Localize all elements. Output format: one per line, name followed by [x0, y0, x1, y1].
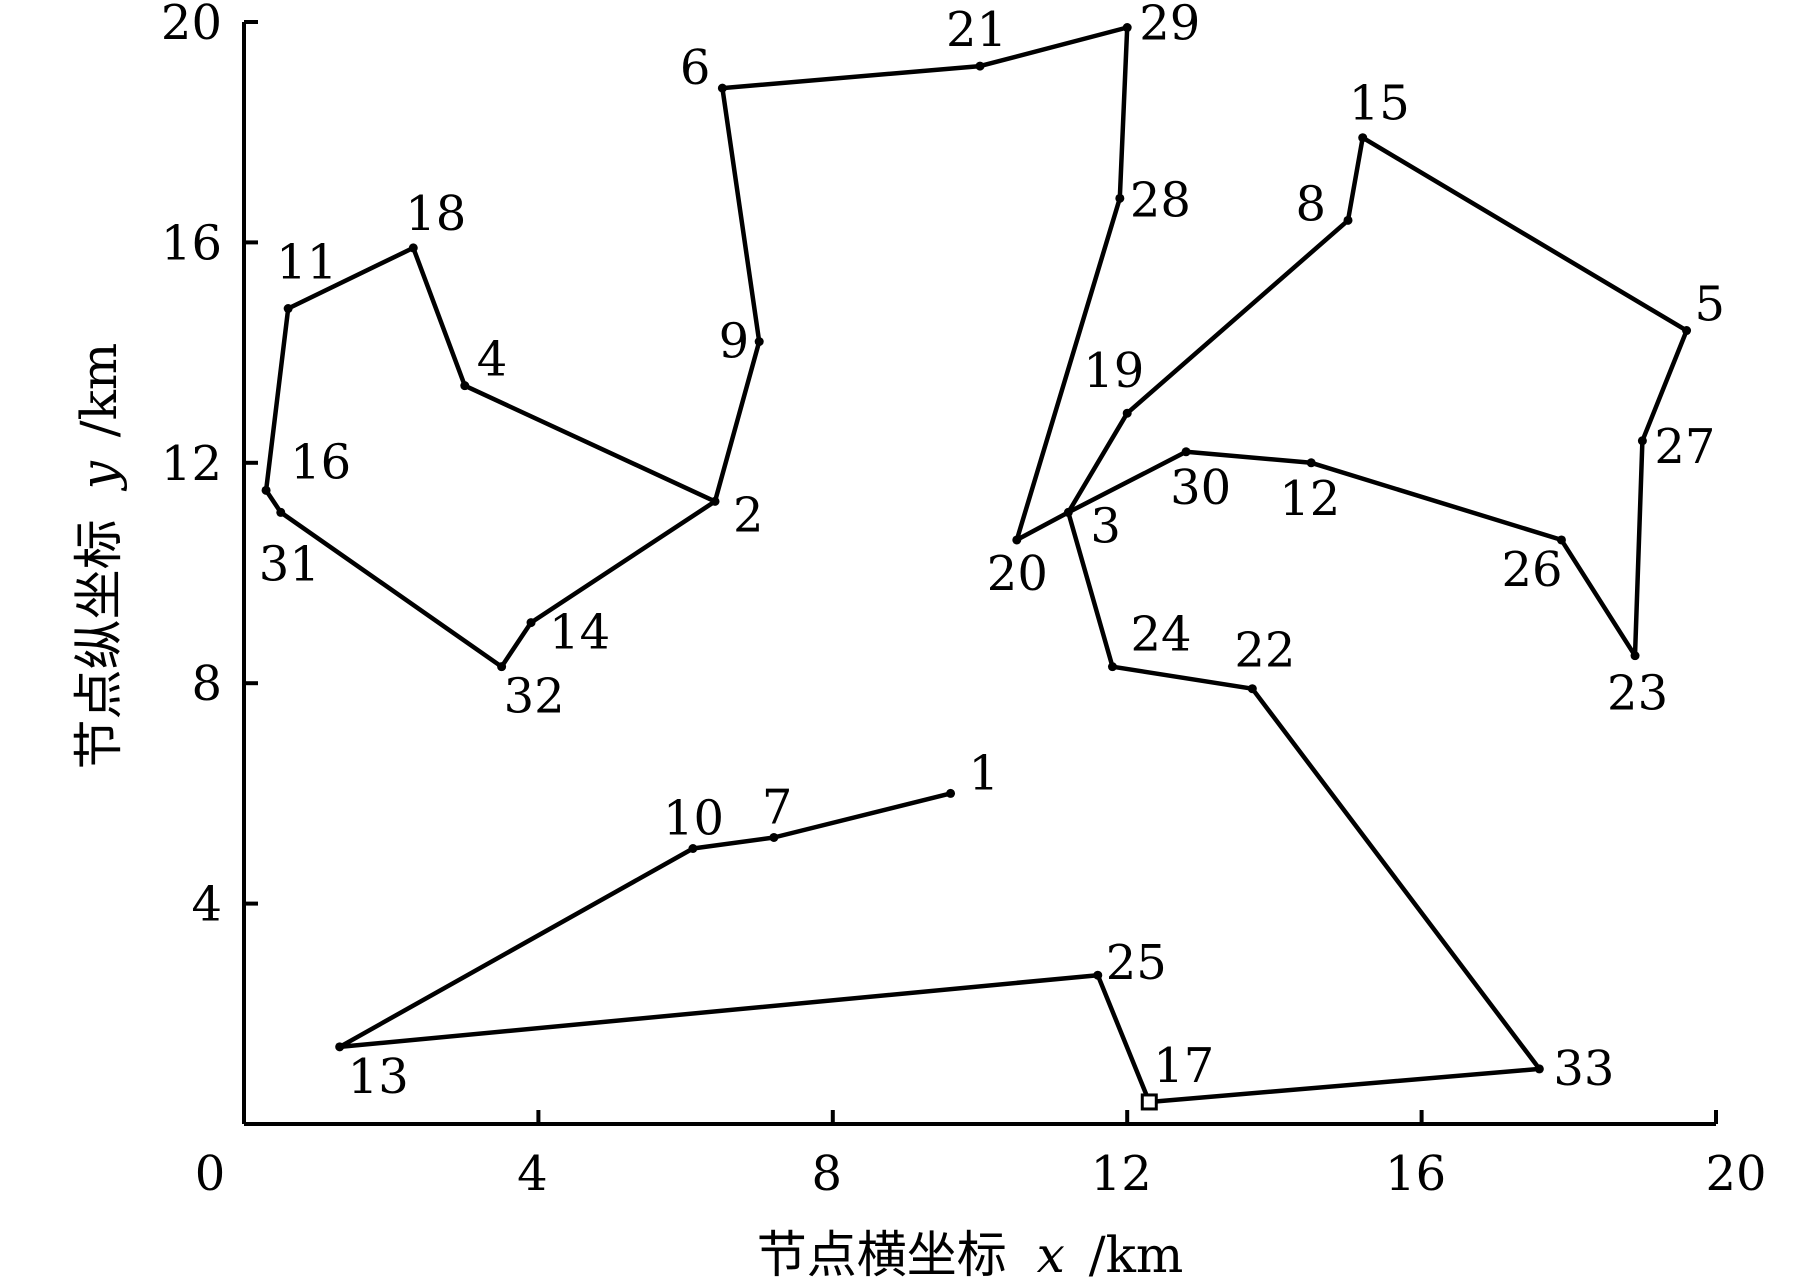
node-label: 12 — [1279, 471, 1340, 527]
y-axis-label: 节点纵坐标 y /km — [70, 343, 128, 770]
x-axis-label-unit: /km — [1089, 1226, 1184, 1284]
node-label: 24 — [1130, 607, 1191, 663]
node-marker — [1556, 535, 1566, 545]
node-marker — [717, 83, 727, 93]
node-marker — [1107, 662, 1117, 672]
x-tick-label: 12 — [1091, 1146, 1152, 1202]
node-label: 28 — [1130, 172, 1191, 228]
node-marker — [276, 507, 286, 517]
node-marker — [1115, 193, 1125, 203]
y-axis-label-var: y — [70, 460, 128, 491]
node-marker — [946, 788, 956, 798]
node-marker — [1181, 447, 1191, 457]
node-label: 32 — [504, 669, 565, 725]
node-label: 26 — [1501, 542, 1562, 598]
node-label: 20 — [987, 546, 1048, 602]
node-label: 30 — [1170, 460, 1231, 516]
node-marker — [1247, 684, 1257, 694]
node-marker — [1122, 23, 1132, 33]
node-label: 19 — [1083, 343, 1144, 399]
node-label: 14 — [549, 605, 610, 661]
x-axis-label-var: x — [1037, 1226, 1065, 1284]
node-label: 5 — [1695, 277, 1726, 333]
depot-marker — [1140, 1093, 1158, 1111]
routes — [263, 25, 1689, 1105]
x-axis-label: 节点横坐标 x /km — [757, 1226, 1184, 1284]
y-tick-label: 12 — [161, 436, 222, 492]
x-tick-label: 8 — [812, 1146, 843, 1202]
node-marker — [1306, 458, 1316, 468]
node-label: 29 — [1139, 0, 1200, 52]
node-label: 2 — [733, 487, 764, 543]
node-marker — [1534, 1064, 1544, 1074]
node-label: 27 — [1654, 419, 1715, 475]
y-axis-label-prefix: 节点纵坐标 — [70, 519, 128, 769]
node-label: 8 — [1295, 176, 1326, 232]
node-marker — [1063, 507, 1073, 517]
node-marker — [526, 618, 536, 628]
node-label: 31 — [259, 536, 320, 592]
node-marker — [1682, 326, 1692, 336]
route-line — [263, 25, 1689, 1105]
nodes — [261, 23, 1692, 1111]
x-ticks: 0 4 8 12 16 20 — [195, 1110, 1767, 1202]
node-label: 18 — [405, 186, 466, 242]
node-marker — [460, 381, 470, 391]
node-label: 11 — [276, 235, 337, 291]
x-tick-label: 0 — [195, 1146, 226, 1202]
node-label: 7 — [762, 779, 793, 835]
x-tick-label: 16 — [1385, 1146, 1446, 1202]
y-tick-label: 4 — [191, 877, 222, 933]
y-tick-label: 8 — [191, 656, 222, 712]
node-marker — [283, 304, 293, 314]
x-tick-label: 20 — [1705, 1146, 1766, 1202]
node-label: 33 — [1553, 1041, 1614, 1097]
node-marker — [1122, 408, 1132, 418]
node-label: 1 — [969, 745, 1000, 801]
node-label: 6 — [680, 40, 711, 96]
y-axis-label-unit: /km — [70, 343, 128, 438]
node-marker — [1343, 215, 1353, 225]
node-marker — [710, 496, 720, 506]
node-marker — [335, 1042, 345, 1052]
y-tick-label: 20 — [161, 0, 222, 51]
node-label: 4 — [477, 332, 508, 388]
node-marker — [769, 832, 779, 842]
y-tick-label: 16 — [161, 215, 222, 271]
node-label: 17 — [1153, 1038, 1214, 1094]
node-label: 23 — [1607, 666, 1668, 722]
node-marker — [1093, 970, 1103, 980]
node-marker — [975, 61, 985, 71]
node-marker — [754, 337, 764, 347]
node-marker — [688, 844, 698, 853]
route-line — [337, 791, 1152, 1105]
node-label: 15 — [1349, 76, 1410, 132]
node-label: 25 — [1106, 935, 1167, 991]
node-label: 21 — [946, 2, 1007, 58]
node-label: 9 — [719, 314, 750, 370]
node-marker — [1358, 133, 1368, 143]
node-label: 3 — [1090, 498, 1121, 554]
node-marker — [408, 243, 418, 253]
node-marker — [1012, 535, 1022, 545]
node-label: 22 — [1234, 623, 1295, 679]
x-tick-label: 4 — [517, 1146, 548, 1202]
node-marker — [1630, 651, 1640, 661]
y-ticks: 4 8 12 16 20 — [161, 0, 258, 933]
node-label: 10 — [663, 791, 724, 847]
x-axis-label-prefix: 节点横坐标 — [757, 1226, 1007, 1284]
node-marker — [497, 662, 507, 672]
node-marker — [1637, 436, 1647, 446]
node-label: 13 — [348, 1049, 409, 1105]
node-label: 16 — [290, 434, 351, 490]
node-marker — [261, 485, 271, 495]
